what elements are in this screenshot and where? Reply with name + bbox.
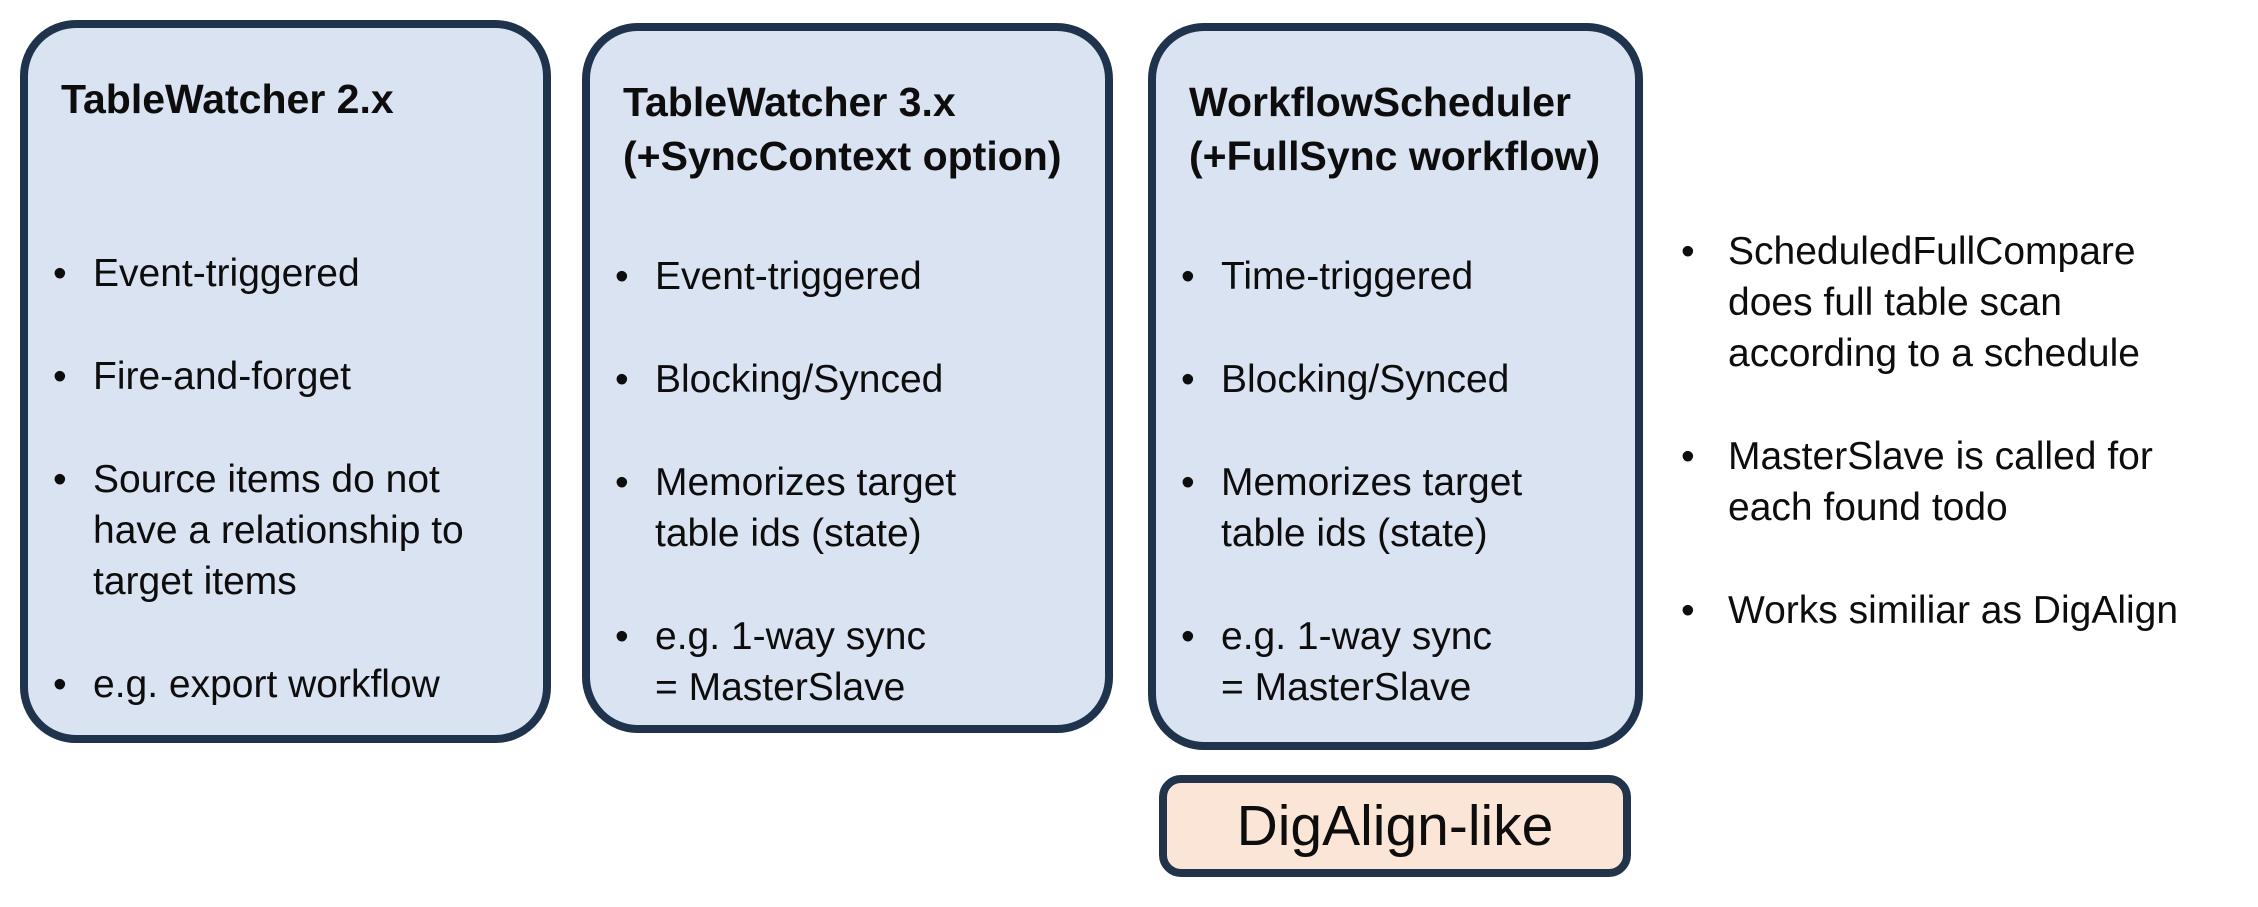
bullet-item: Time-triggered — [1156, 251, 1631, 302]
bullet-item: Fire-and-forget — [28, 351, 539, 402]
card-tablewatcher-3x: TableWatcher 3.x (+SyncContext option) E… — [582, 23, 1113, 733]
bullet-item: Blocking/Synced — [590, 354, 1101, 405]
bullet-item: Event-triggered — [28, 248, 539, 299]
badge-label: DigAlign-like — [1236, 793, 1554, 858]
note-bullet-item: Works similiar as DigAlign — [1666, 585, 2256, 636]
bullet-item: e.g. export workflow — [28, 659, 539, 710]
bullet-item: e.g. 1-way sync = MasterSlave — [1156, 611, 1631, 713]
card-bullet-list: Event-triggered Fire-and-forget Source i… — [28, 248, 539, 762]
note-bullet-item: ScheduledFullCompare does full table sca… — [1666, 226, 2256, 379]
digalign-like-badge: DigAlign-like — [1159, 775, 1631, 877]
notes-column: ScheduledFullCompare does full table sca… — [1666, 226, 2256, 688]
bullet-item: Source items do not have a relationship … — [28, 454, 539, 607]
card-bullet-list: Event-triggered Blocking/Synced Memorize… — [590, 251, 1101, 765]
card-title: TableWatcher 3.x (+SyncContext option) — [623, 79, 1062, 179]
card-title: WorkflowScheduler (+FullSync workflow) — [1189, 79, 1601, 179]
bullet-item: Memorizes target table ids (state) — [1156, 457, 1631, 559]
notes-bullet-list: ScheduledFullCompare does full table sca… — [1666, 226, 2256, 636]
bullet-item: Event-triggered — [590, 251, 1101, 302]
card-title: TableWatcher 2.x — [61, 76, 394, 122]
card-bullet-list: Time-triggered Blocking/Synced Memorizes… — [1156, 251, 1631, 765]
bullet-item: Blocking/Synced — [1156, 354, 1631, 405]
card-tablewatcher-2x: TableWatcher 2.x Event-triggered Fire-an… — [20, 20, 551, 743]
bullet-item: e.g. 1-way sync = MasterSlave — [590, 611, 1101, 713]
card-workflowscheduler: WorkflowScheduler (+FullSync workflow) T… — [1148, 23, 1643, 750]
note-bullet-item: MasterSlave is called for each found tod… — [1666, 431, 2256, 533]
bullet-item: Memorizes target table ids (state) — [590, 457, 1101, 559]
